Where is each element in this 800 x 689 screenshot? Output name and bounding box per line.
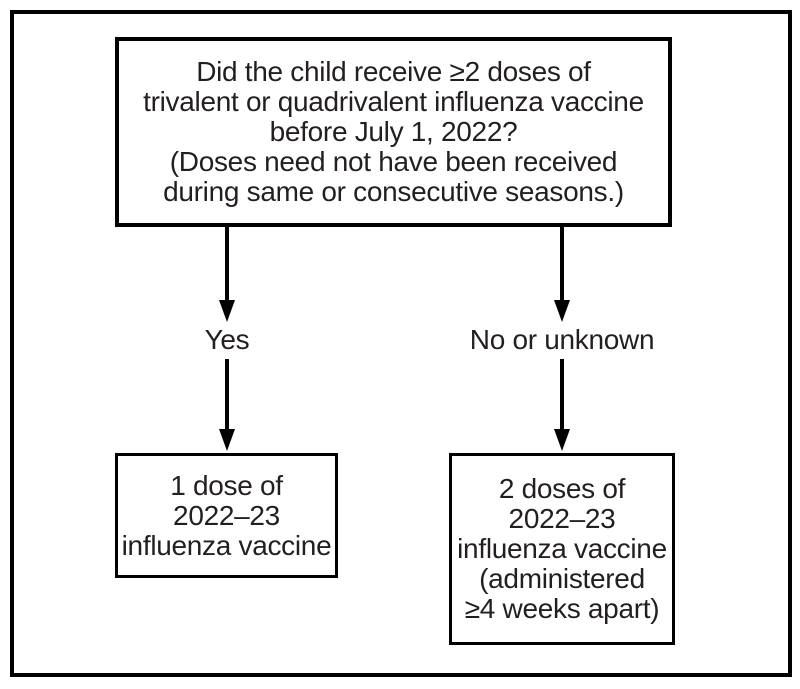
outcome-line: 2022–23: [173, 499, 280, 531]
question-line: during same or consecutive seasons.): [163, 176, 624, 207]
outcome-line: 2 doses of: [498, 473, 626, 504]
outcome-line: influenza vaccine: [121, 529, 332, 561]
outcome-line: 1 dose of: [170, 469, 283, 501]
outcome-line: 2022–23: [508, 503, 616, 534]
branch-label-yes: Yes: [204, 324, 250, 355]
question-line: (Doses need not have been received: [169, 146, 618, 177]
outcome-box-1-dose: 1 dose of 2022–23 influenza vaccine: [115, 453, 338, 578]
question-line: before July 1, 2022?: [269, 116, 518, 147]
outcome-line: influenza vaccine: [457, 533, 667, 564]
branch-label-no-or-unknown: No or unknown: [469, 324, 655, 355]
question-line: trivalent or quadrivalent influenza vacc…: [143, 86, 644, 117]
question-line: Did the child receive ≥2 doses of: [196, 56, 591, 87]
figure-border: [10, 10, 792, 677]
outcome-box-2-doses: 2 doses of 2022–23 influenza vaccine (ad…: [449, 453, 675, 645]
outcome-line: ≥4 weeks apart): [464, 593, 660, 624]
outcome-line: (administered: [479, 563, 645, 594]
question-box: Did the child receive ≥2 doses of trival…: [115, 37, 672, 227]
